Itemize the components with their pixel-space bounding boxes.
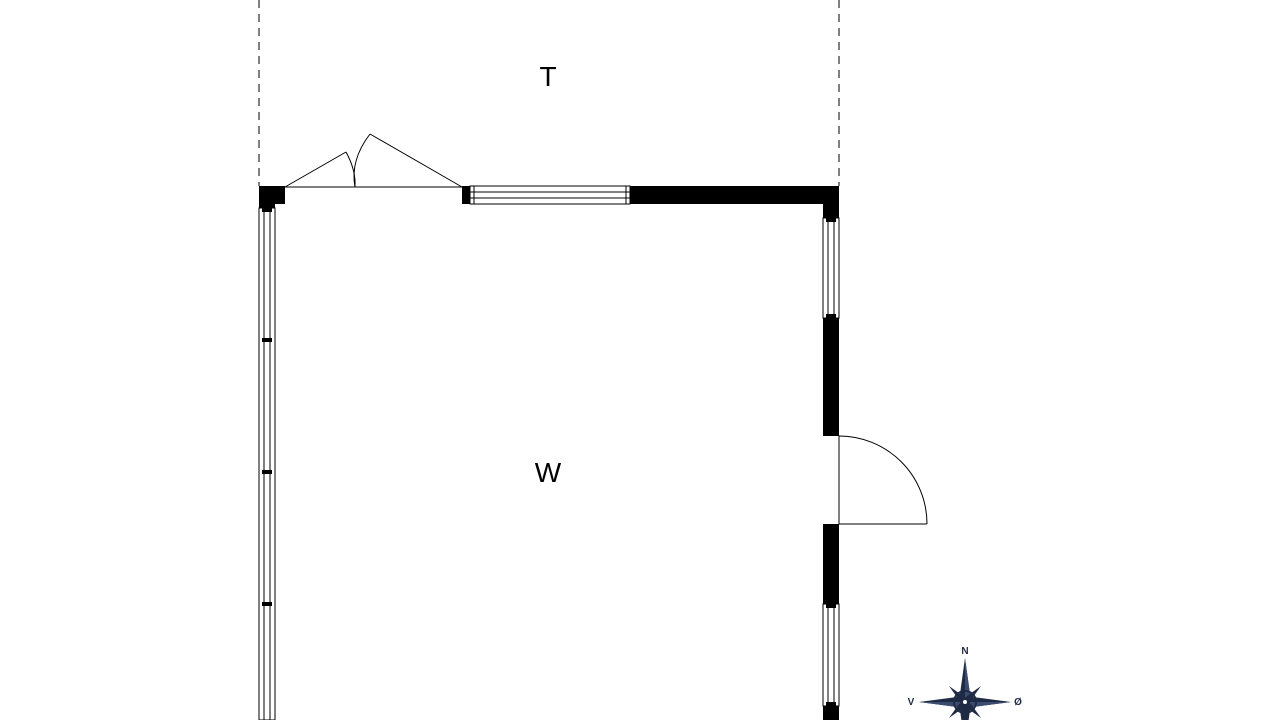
wall-right-bottom: [823, 706, 839, 720]
compass-label-north: N: [961, 646, 968, 657]
door-leaf-left: [284, 151, 347, 188]
door-side: [838, 435, 928, 525]
door-swing-right: [353, 133, 371, 188]
room-label-main: W: [535, 457, 562, 488]
door-side-swing: [838, 435, 928, 525]
window-right-lower: [822, 603, 840, 707]
window-top: [469, 185, 631, 205]
wall-right-corner: [823, 186, 839, 218]
window-left: [258, 207, 276, 720]
wall-stub-top: [462, 186, 470, 204]
door-double-terrace: [284, 133, 463, 188]
door-leaf-right: [369, 133, 463, 188]
terrace-boundary: [258, 0, 840, 186]
room-label-terrace: T: [539, 61, 556, 92]
wall-top-right: [630, 186, 839, 204]
wall-left-cap: [259, 204, 275, 208]
wall-corner-top-left: [259, 186, 285, 204]
wall-right-mid: [823, 318, 839, 436]
compass-rose: N V Ø: [908, 646, 1022, 720]
door-swing-left: [345, 151, 356, 188]
compass-label-west: V: [908, 697, 915, 708]
walls: [259, 186, 839, 720]
window-right-upper: [822, 217, 840, 319]
compass-label-east: Ø: [1014, 697, 1022, 708]
wall-right-lower: [823, 524, 839, 604]
compass-star: [919, 658, 1011, 720]
